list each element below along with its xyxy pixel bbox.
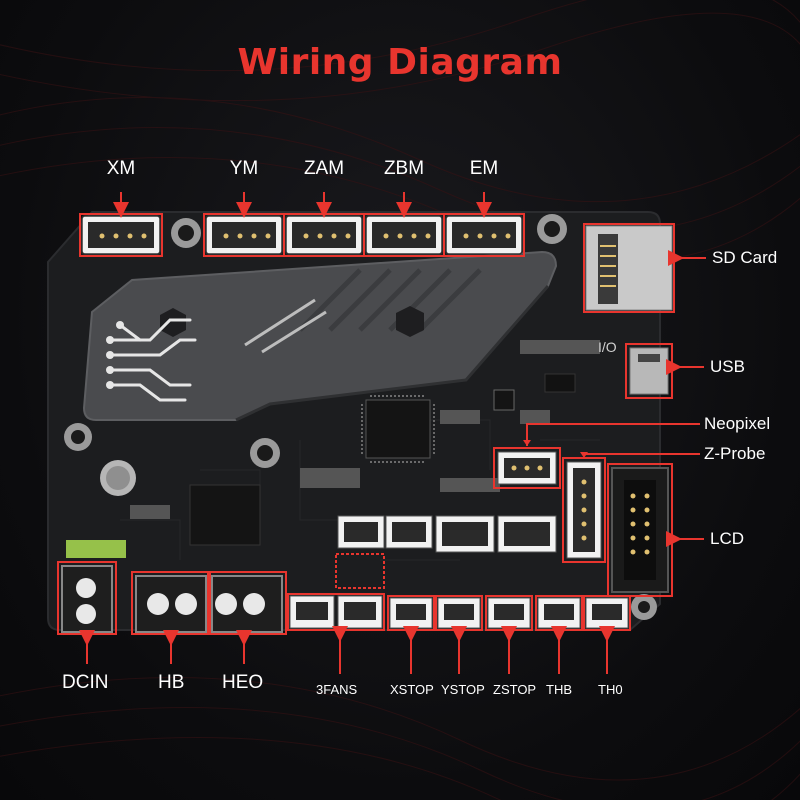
label-ystop: YSTOP [441, 682, 485, 697]
lcd-header [611, 467, 669, 593]
label-3fans: 3FANS [316, 682, 358, 697]
label-hb: HB [158, 672, 185, 693]
label-xm: XM [106, 158, 136, 179]
stepper-heatsink [82, 250, 558, 422]
label-th0: TH0 [598, 682, 623, 697]
label-heo: HEO [222, 672, 264, 693]
brand-logo [108, 318, 197, 402]
label-zam: ZAM [303, 158, 345, 179]
io-mark: I/O [598, 339, 617, 355]
z-probe-connector [566, 461, 602, 559]
label-zstop: ZSTOP [493, 682, 537, 697]
page-title: Wiring Diagram [237, 42, 563, 83]
label-usb: USB [710, 357, 745, 376]
usb-port [629, 347, 669, 395]
hb-terminal [135, 575, 207, 633]
sd-card-slot [585, 225, 673, 311]
label-z-probe: Z-Probe [704, 444, 766, 463]
label-em: EM [469, 158, 499, 179]
label-xstop: XSTOP [390, 682, 434, 697]
label-neopixel: Neopixel [704, 414, 771, 433]
heo-terminal [211, 575, 283, 633]
label-dcin: DCIN [62, 672, 109, 693]
mcu-chip [361, 395, 435, 463]
mounting-holes [64, 214, 657, 620]
label-thb: THB [546, 682, 572, 697]
neopixel-connector [497, 451, 557, 485]
label-zbm: ZBM [383, 158, 425, 179]
label-lcd: LCD [710, 529, 745, 548]
dcin-terminal [61, 565, 113, 633]
label-sd-card: SD Card [712, 248, 778, 267]
label-ym: YM [229, 158, 259, 179]
